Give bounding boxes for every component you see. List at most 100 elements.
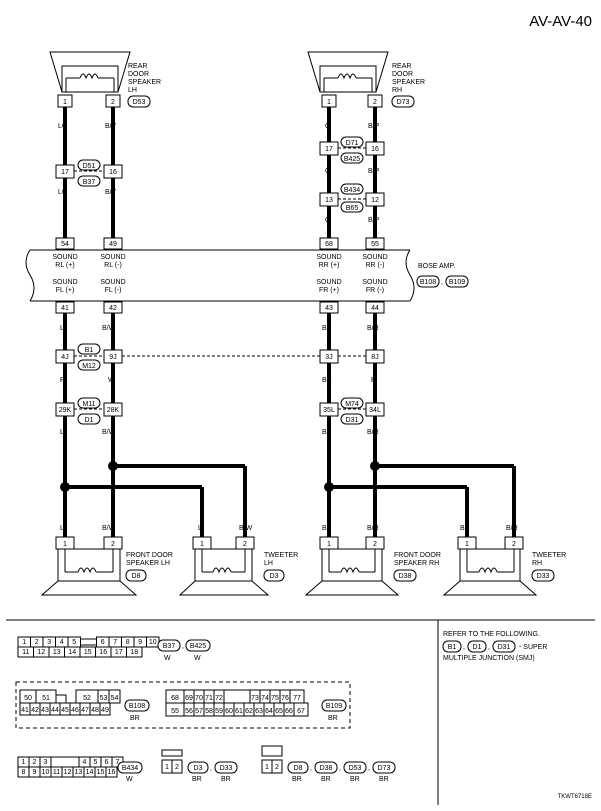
wire-color: BR <box>322 325 332 332</box>
speaker-pin: 2 <box>111 541 115 548</box>
legend-pin: 53 <box>100 695 108 702</box>
legend-pin: 1 <box>165 764 169 771</box>
junction-label: D1 <box>85 417 94 424</box>
wire-color: W <box>108 377 115 384</box>
legend-connector-label: D38 <box>320 765 333 772</box>
legend-pin: 56 <box>185 708 193 715</box>
legend-pin: 41 <box>21 707 29 714</box>
legend-pin: 57 <box>195 708 203 715</box>
wire-color: R <box>371 377 376 384</box>
wire-color: L <box>60 429 64 436</box>
legend-connector-label: B109 <box>326 703 342 710</box>
junction-d71-b425: 17 16 D71 B425 <box>319 136 385 164</box>
legend-pin: 10 <box>42 769 50 776</box>
legend-color: BR <box>292 776 302 783</box>
wire-color-lg-2: LG <box>58 189 67 196</box>
legend-pin: 43 <box>41 707 49 714</box>
speaker-pin: 1 <box>63 541 67 548</box>
tweeter-rh: 1 2 TWEETER RH D33 <box>442 536 566 596</box>
amp-label: RL (+) <box>55 262 74 269</box>
speaker-label: FRONT DOOR <box>394 552 441 559</box>
legend-pin: 18 <box>130 649 138 656</box>
junction-pin: 28K <box>107 407 120 414</box>
legend-pin: 17 <box>115 649 123 656</box>
front-wires <box>60 313 516 537</box>
legend-connector-label: D53 <box>349 765 362 772</box>
refer-text: - SUPER <box>519 644 547 651</box>
speaker-label: TWEETER <box>532 552 566 559</box>
amp-label: FR (-) <box>366 287 384 294</box>
wire-color: L <box>60 325 64 332</box>
wire-color-o-1: O <box>325 123 331 130</box>
legend-color: BR <box>350 776 360 783</box>
junction-label: B37 <box>83 179 96 186</box>
rear-door-speaker-lh: 1 2 REAR DOOR SPEAKER LH D53 <box>49 51 161 108</box>
rear-lh-connector: D53 <box>133 99 146 106</box>
amp-pin: 49 <box>109 241 117 248</box>
legend-color: BR <box>321 776 331 783</box>
rear-rh-connector: D73 <box>397 99 410 106</box>
legend-pin: 52 <box>83 695 91 702</box>
comma: , <box>441 279 443 286</box>
wire-color: BR <box>322 525 332 532</box>
amp-label: SOUND <box>362 254 387 261</box>
legend-pin: 77 <box>293 695 301 702</box>
legend-pin: 74 <box>261 695 269 702</box>
wire-color-bp-1: B/P <box>368 123 380 130</box>
legend-pin: 13 <box>75 769 83 776</box>
legend-pin: 12 <box>37 649 45 656</box>
amp-label: SOUND <box>100 254 125 261</box>
legend-pin: 11 <box>53 769 60 776</box>
speaker-connector: D3 <box>270 573 279 580</box>
amp-name: BOSE AMP. <box>418 263 455 270</box>
wire-color: P <box>60 377 65 384</box>
junction-label: B434 <box>344 187 360 194</box>
legend-color: W <box>126 776 133 783</box>
legend-pin: 71 <box>205 695 213 702</box>
junction-pin: 12 <box>371 197 379 204</box>
legend-pin: 47 <box>81 707 89 714</box>
legend-color: BR <box>192 776 202 783</box>
speaker-connector: D8 <box>132 573 141 580</box>
legend-pin: 9 <box>33 769 37 776</box>
legend-pin: 11 <box>22 649 29 656</box>
legend-connector-label: D8 <box>294 765 303 772</box>
amp-pin: 44 <box>371 305 379 312</box>
rear-lh-label-1: REAR <box>128 63 147 70</box>
image-code: TKWT6718E <box>558 794 592 800</box>
speaker-pin: 1 <box>200 541 204 548</box>
refer-label: B1 <box>448 644 457 651</box>
refer-text: MULTIPLE JUNCTION (SMJ) <box>443 655 535 662</box>
legend-pin: 62 <box>245 708 253 715</box>
wire-color-by-1: B/Y <box>105 123 117 130</box>
legend-pin: 6 <box>105 759 109 766</box>
rear-door-speaker-rh: 1 2 REAR DOOR SPEAKER RH D73 <box>307 51 425 108</box>
refer-text: REFER TO THE FOLLOWING. <box>443 631 540 638</box>
junction-pin: 9J <box>109 354 116 361</box>
junction-pin: 16 <box>371 146 379 153</box>
legend-color: BR <box>328 715 338 722</box>
legend-pin: 3 <box>47 639 51 646</box>
legend-pin: 61 <box>235 708 243 715</box>
wire-color: B/W <box>102 325 116 332</box>
junction-label: D31 <box>346 417 359 424</box>
legend-pin: 58 <box>205 708 213 715</box>
legend-pin: 4 <box>83 759 87 766</box>
wire-color: B/W <box>239 525 253 532</box>
rear-wires <box>63 107 377 238</box>
legend-connector-label: D73 <box>378 765 391 772</box>
legend-pin: 2 <box>275 764 279 771</box>
amp-label: SOUND <box>52 254 77 261</box>
legend-pin: 60 <box>225 708 233 715</box>
wire-color-bp-3: B/P <box>368 217 380 224</box>
speaker-label: FRONT DOOR <box>126 552 173 559</box>
legend-pin: 14 <box>86 769 94 776</box>
legend-pin: 2 <box>33 759 37 766</box>
legend-pin: 2 <box>175 764 179 771</box>
front-wire-colors: L B/W BR B/R P W BR R L B/W BR B/R L B/W… <box>60 325 518 532</box>
